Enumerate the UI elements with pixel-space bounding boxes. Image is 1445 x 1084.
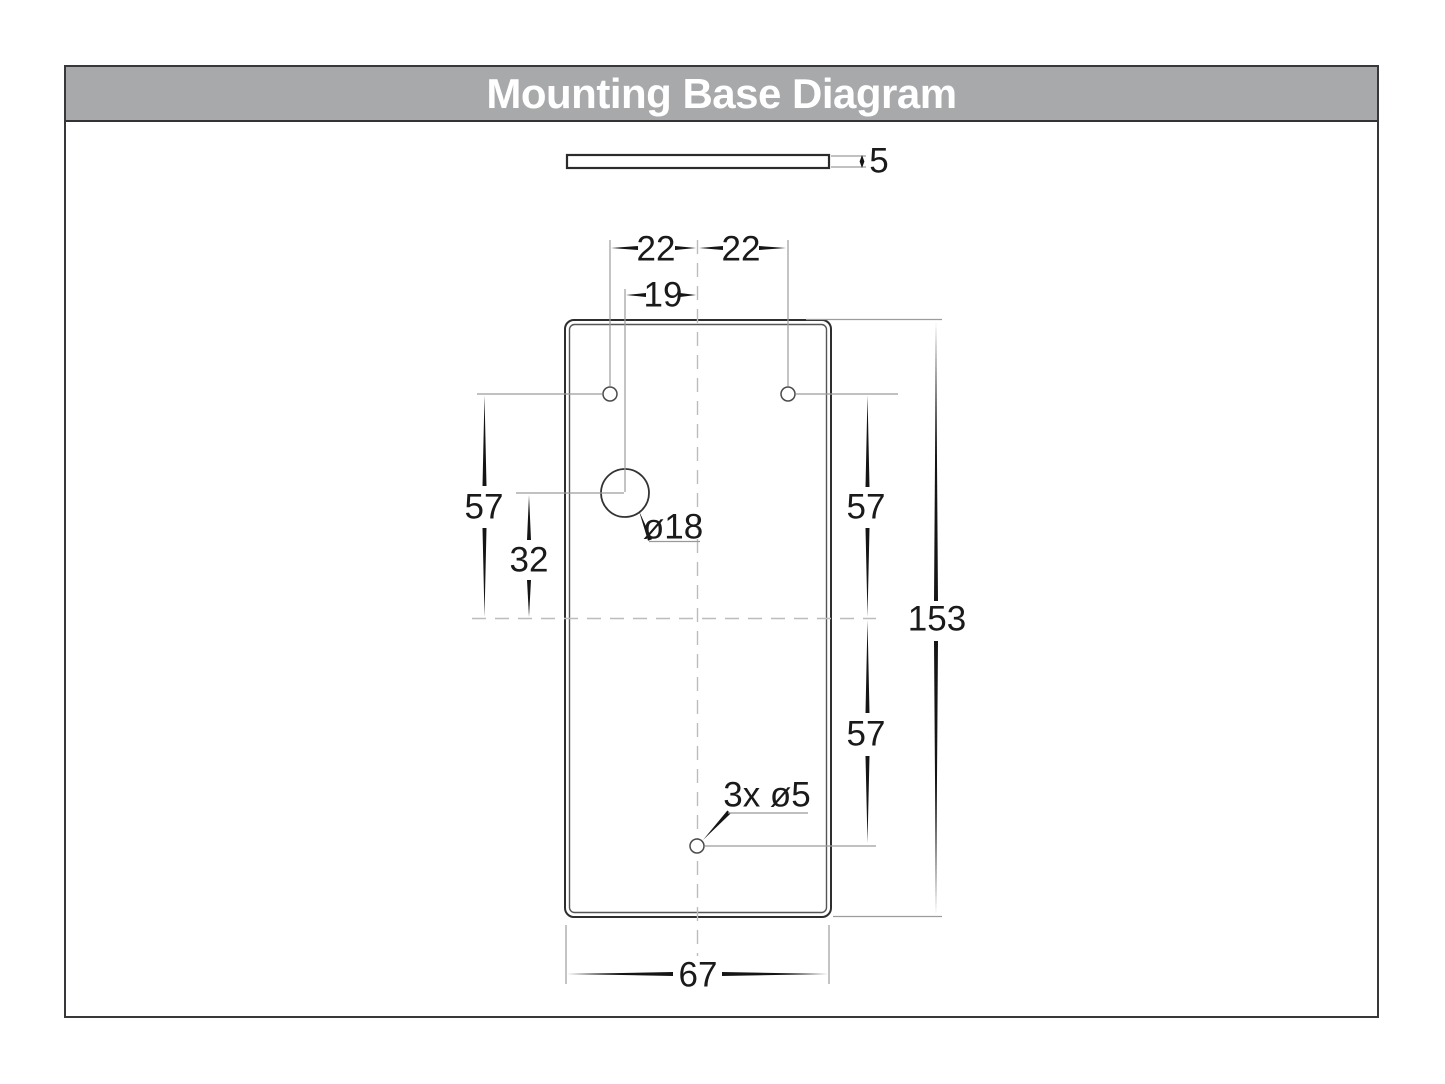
title-bar: Mounting Base Diagram: [66, 67, 1377, 122]
centerlines: [472, 240, 876, 956]
mounting-hole-top-right: [780, 386, 796, 402]
arrow-up-icon: [859, 155, 865, 162]
side-view-slab: [565, 153, 866, 170]
dim-label-hole-right-offset: 22: [721, 229, 761, 269]
dim-label-right-upper: 57: [846, 487, 886, 527]
holes-leader: [703, 810, 731, 840]
leader-lines: [639, 511, 808, 840]
dim-label-thickness: 5: [869, 141, 889, 181]
mounting-hole-top-left: [602, 386, 618, 402]
arrow-down-icon: [859, 161, 865, 168]
dim-label-overall-height: 153: [907, 599, 967, 639]
cutout-leader: [639, 511, 652, 541]
dim-label-right-lower: 57: [846, 714, 886, 754]
mounting-hole-bottom: [689, 838, 705, 854]
dim-label-mounting-holes: 3x ø5: [723, 775, 811, 815]
dim-label-cutout-diameter: ø18: [642, 507, 704, 547]
dimension-ticks: [482, 246, 938, 976]
dim-label-cutout-offset: 19: [643, 275, 683, 315]
dim-label-overall-width: 67: [678, 955, 718, 995]
extension-lines: [477, 240, 942, 984]
slab-outline: [565, 153, 831, 170]
dim-label-left-lower: 32: [509, 540, 549, 580]
dim-label-left-upper: 57: [464, 487, 504, 527]
dim-label-hole-left-offset: 22: [636, 229, 676, 269]
page-title: Mounting Base Diagram: [486, 69, 957, 117]
